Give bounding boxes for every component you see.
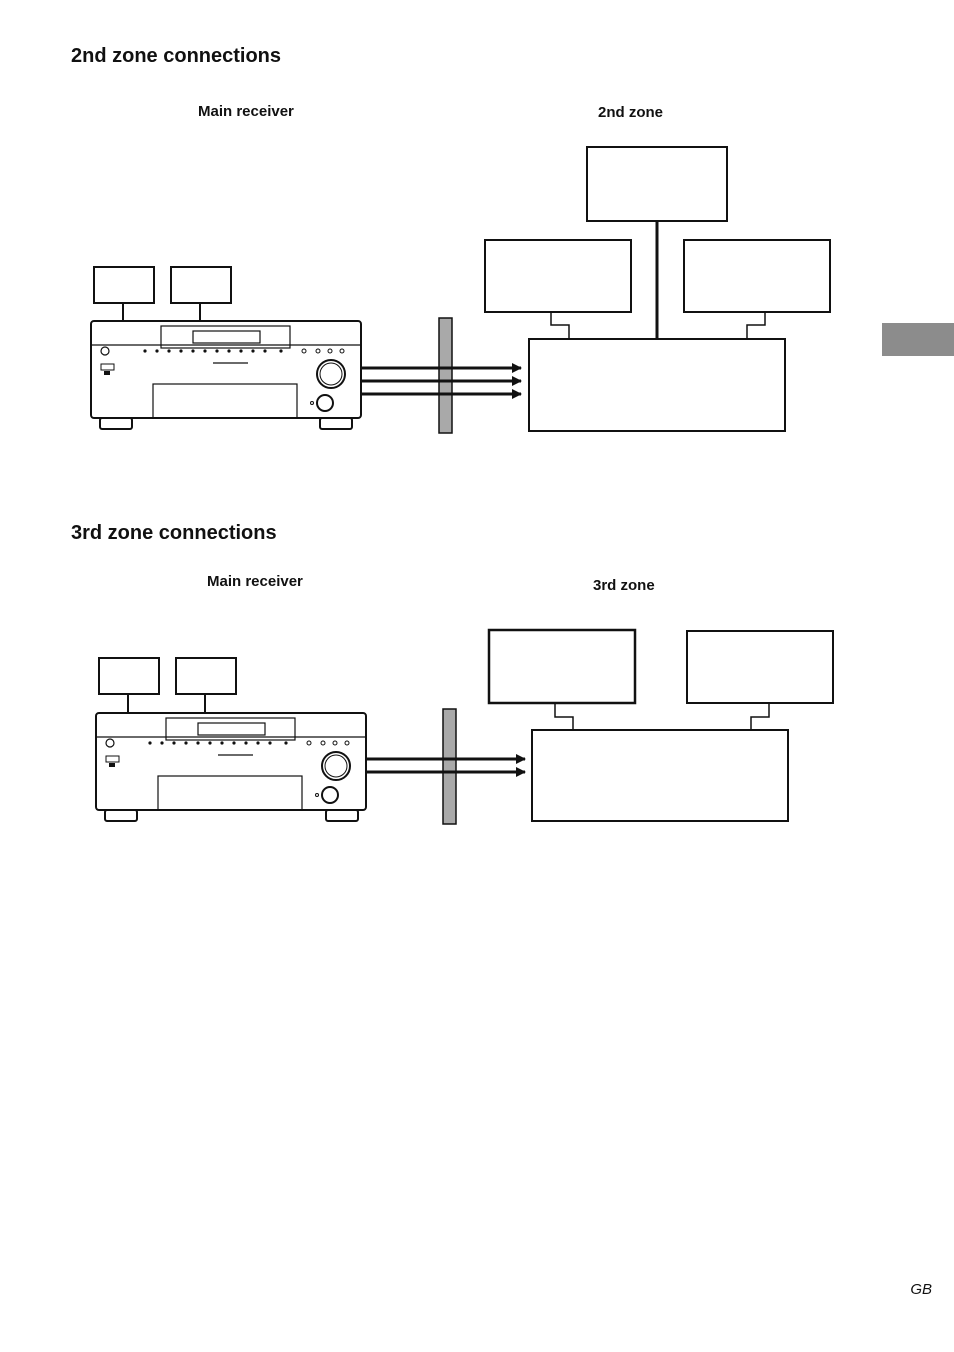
- main-receiver-2nd: [90, 320, 362, 430]
- section-3rd-heading: 3rd zone connections: [71, 522, 277, 544]
- source-box-b-2nd: [170, 266, 232, 304]
- section-2nd-heading: 2nd zone connections: [71, 45, 282, 67]
- zone-speaker-right-3rd: [686, 630, 834, 704]
- zone-label-3rd: 3rd zone: [593, 577, 655, 594]
- zone-speaker-left-3rd: [487, 628, 637, 705]
- source-box-b-3rd: [175, 657, 237, 695]
- source-box-a-3rd: [98, 657, 160, 695]
- region-code: GB: [910, 1281, 932, 1298]
- main-receiver-label-2nd: Main receiver: [198, 103, 294, 120]
- zone-speaker-left-2nd: [484, 239, 632, 313]
- diagram-3rd-zone: [95, 628, 834, 825]
- zone-speaker-right-2nd: [683, 239, 831, 313]
- source-box-a-2nd: [93, 266, 155, 304]
- wall-3rd: [442, 708, 457, 825]
- main-receiver-3rd: [95, 712, 367, 822]
- zone-amplifier-2nd: [528, 338, 786, 432]
- zone-amplifier-3rd: [531, 729, 789, 822]
- wall-2nd: [438, 317, 453, 434]
- zone-display-box-2nd: [586, 146, 728, 222]
- main-receiver-label-3rd: Main receiver: [207, 573, 303, 590]
- section-side-tab: [882, 323, 954, 356]
- diagram-2nd-zone: [90, 146, 831, 434]
- zone-label-2nd: 2nd zone: [598, 104, 664, 121]
